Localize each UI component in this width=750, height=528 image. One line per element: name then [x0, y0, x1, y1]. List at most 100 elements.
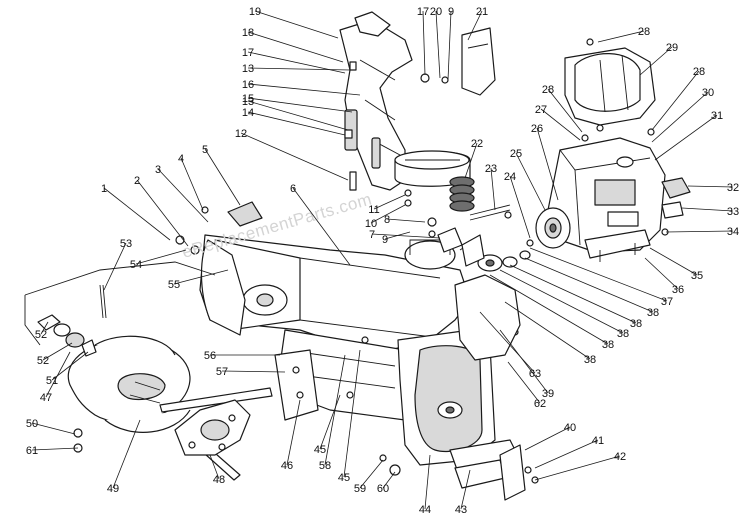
callout-38: 38 — [617, 328, 629, 340]
leader-line-13 — [247, 100, 349, 131]
callout-9: 9 — [382, 234, 388, 246]
callout-45: 45 — [338, 472, 350, 484]
leader-line-30 — [651, 91, 709, 143]
callout-31: 31 — [711, 110, 723, 122]
callout-42: 42 — [614, 451, 626, 463]
leader-line-38 — [524, 257, 654, 313]
leader-line-7 — [371, 233, 441, 239]
leader-line-60 — [382, 471, 396, 489]
chute-spring — [449, 176, 475, 212]
callout-9: 9 — [448, 6, 454, 18]
leader-line-57 — [221, 370, 286, 373]
callout-17: 17 — [417, 6, 429, 18]
callout-23: 23 — [485, 163, 497, 175]
leader-line-17 — [247, 51, 346, 74]
leader-line-25 — [515, 152, 546, 211]
leader-line-2 — [136, 179, 189, 247]
callout-11: 11 — [368, 204, 379, 216]
callout-49: 49 — [107, 483, 119, 495]
leader-line-18 — [247, 31, 344, 63]
callout-18: 18 — [242, 27, 254, 39]
callout-44: 44 — [419, 504, 431, 516]
shaft-rod — [99, 284, 107, 319]
leader-line-15 — [247, 97, 353, 113]
scraper-bar — [274, 349, 319, 421]
leader-line-47 — [45, 351, 71, 398]
leader-lines — [31, 10, 734, 510]
leader-line-33 — [681, 207, 734, 212]
callout-38: 38 — [630, 318, 642, 330]
leader-line-13 — [247, 67, 351, 71]
leader-line-16 — [247, 83, 361, 96]
callout-56: 56 — [204, 350, 216, 362]
callout-33: 33 — [727, 206, 739, 218]
leader-line-37 — [529, 247, 668, 302]
callout-35: 35 — [691, 270, 703, 282]
callout-45: 45 — [314, 444, 326, 456]
leader-line-26 — [536, 127, 559, 201]
callout-39: 39 — [542, 388, 554, 400]
leader-line-55 — [173, 269, 229, 285]
leader-line-36 — [644, 257, 679, 290]
callout-37: 37 — [661, 296, 673, 308]
leader-line-51 — [51, 351, 89, 381]
leader-line-59 — [359, 459, 384, 489]
small-washers — [73, 201, 263, 453]
callout-24: 24 — [504, 171, 516, 183]
callout-60: 60 — [377, 483, 389, 495]
callout-52: 52 — [35, 329, 47, 341]
leader-line-41 — [534, 439, 599, 469]
leader-line-32 — [687, 185, 734, 188]
leader-line-34 — [665, 230, 734, 233]
leader-line-29 — [639, 46, 673, 76]
callout-62: 62 — [534, 398, 546, 410]
leader-line-1 — [103, 187, 171, 241]
callout-28: 28 — [638, 26, 650, 38]
leader-line-63 — [479, 311, 536, 374]
callout-13: 13 — [242, 96, 254, 108]
chute-base-ring — [394, 150, 471, 187]
callout-32: 32 — [727, 182, 739, 194]
leader-line-23 — [490, 167, 496, 211]
leader-line-52 — [40, 321, 49, 335]
leader-line-28 — [651, 70, 700, 131]
callout-27: 27 — [535, 104, 547, 116]
callout-4: 4 — [178, 153, 184, 165]
leader-line-8 — [386, 218, 426, 223]
leader-line-12 — [240, 132, 349, 181]
callout-6: 6 — [290, 183, 296, 195]
leader-line-9 — [384, 231, 411, 240]
callout-20: 20 — [430, 6, 442, 18]
callout-59: 59 — [354, 483, 366, 495]
engine-base-plate — [584, 229, 651, 262]
leader-line-4 — [180, 157, 204, 211]
leader-line-61 — [31, 447, 79, 451]
callout-8: 8 — [384, 214, 390, 226]
auger-reference-frame — [24, 261, 216, 346]
callout-10: 10 — [365, 218, 377, 230]
leader-line-3 — [157, 168, 209, 223]
leader-line-14 — [247, 111, 346, 136]
leader-line-35 — [649, 247, 698, 276]
leader-line-62 — [507, 361, 541, 404]
callout-36: 36 — [672, 284, 684, 296]
callout-15: 15 — [242, 93, 254, 105]
engine-shroud — [564, 38, 656, 126]
bearing-housing — [454, 234, 534, 361]
leader-line-19 — [254, 10, 339, 39]
leader-line-45 — [319, 394, 341, 450]
callout-25: 25 — [510, 148, 522, 160]
leader-line-40 — [524, 426, 571, 451]
leader-line-39 — [499, 329, 549, 394]
leader-line-50 — [31, 422, 76, 435]
callout-28: 28 — [693, 66, 705, 78]
callout-57: 57 — [216, 366, 228, 378]
leader-line-38 — [504, 301, 591, 360]
callout-5: 5 — [202, 144, 208, 156]
callout-50: 50 — [26, 418, 38, 430]
leader-line-38 — [489, 274, 609, 345]
callout-22: 22 — [471, 138, 483, 150]
callout-34: 34 — [727, 226, 739, 238]
engine-side-parts — [661, 177, 691, 236]
